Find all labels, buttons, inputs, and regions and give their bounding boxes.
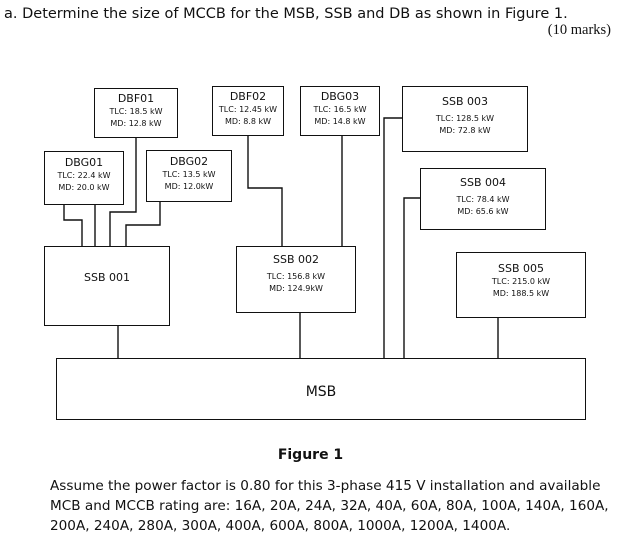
assumption-note: Assume the power factor is 0.80 for this…: [50, 478, 609, 534]
box-ssb003: SSB 003 TLC: 128.5 kW MD: 72.8 kW: [402, 86, 528, 152]
figure-caption: Figure 1: [277, 447, 344, 463]
box-msb: MSB: [56, 358, 586, 420]
ssb002-name: SSB 002: [272, 253, 319, 266]
ssb002-tlc: TLC: 156.8 kW: [266, 272, 326, 281]
box-dbf01: DBF01 TLC: 18.5 kW MD: 12.8 kW: [94, 88, 178, 138]
ssb004-tlc: TLC: 78.4 kW: [456, 195, 510, 204]
box-dbg01: DBG01 TLC: 22.4 kW MD: 20.0 kW: [44, 151, 124, 205]
dbg01-name: DBG01: [64, 156, 104, 169]
dbg02-name: DBG02: [169, 155, 209, 168]
line-ssb004-msb: [403, 197, 420, 358]
line-dbf01-ssb001: [109, 138, 137, 246]
question-text: a. Determine the size of MCCB for the MS…: [4, 6, 568, 22]
box-ssb005: SSB 005 TLC: 215.0 kW MD: 188.5 kW: [456, 252, 586, 318]
dbf01-md: MD: 12.8 kW: [110, 119, 162, 128]
dbg03-name: DBG03: [320, 90, 360, 103]
dbf02-name: DBF02: [229, 90, 267, 103]
dbg02-tlc: TLC: 13.5 kW: [162, 170, 216, 179]
dbg03-md: MD: 14.8 kW: [314, 117, 366, 126]
line-dbf02-ssb002: [247, 136, 283, 246]
dbf02-md: MD: 8.8 kW: [224, 117, 272, 126]
dbf01-name: DBF01: [117, 92, 155, 105]
ssb004-md: MD: 65.6 kW: [457, 207, 509, 216]
line-dbg02-ssb001: [125, 202, 161, 246]
ssb004-name: SSB 004: [459, 176, 506, 189]
dbg01-md: MD: 20.0 kW: [58, 183, 110, 192]
dbg03-tlc: TLC: 16.5 kW: [313, 105, 367, 114]
ssb003-md: MD: 72.8 kW: [439, 126, 491, 135]
box-dbf02: DBF02 TLC: 12.45 kW MD: 8.8 kW: [212, 86, 284, 136]
ssb005-tlc: TLC: 215.0 kW: [491, 277, 551, 286]
line-ssb003-msb: [383, 117, 402, 358]
box-ssb002: SSB 002 TLC: 156.8 kW MD: 124.9kW: [236, 246, 356, 313]
box-ssb001: SSB 001: [44, 246, 170, 326]
box-ssb004: SSB 004 TLC: 78.4 kW MD: 65.6 kW: [420, 168, 546, 230]
marks-label: (10 marks): [547, 22, 611, 38]
dbf01-tlc: TLC: 18.5 kW: [109, 107, 163, 116]
ssb003-tlc: TLC: 128.5 kW: [435, 114, 495, 123]
ssb002-md: MD: 124.9kW: [269, 284, 323, 293]
ssb001-name: SSB 001: [83, 271, 130, 284]
ssb003-name: SSB 003: [441, 95, 488, 108]
line-dbg01-ssb001: [63, 205, 83, 246]
ssb005-name: SSB 005: [497, 262, 544, 275]
box-dbg03: DBG03 TLC: 16.5 kW MD: 14.8 kW: [300, 86, 380, 136]
msb-name: MSB: [305, 384, 337, 400]
dbg01-tlc: TLC: 22.4 kW: [57, 171, 111, 180]
box-dbg02: DBG02 TLC: 13.5 kW MD: 12.0kW: [146, 150, 232, 202]
dbf02-tlc: TLC: 12.45 kW: [218, 105, 278, 114]
ssb005-md: MD: 188.5 kW: [492, 289, 550, 298]
dbg02-md: MD: 12.0kW: [164, 182, 214, 191]
